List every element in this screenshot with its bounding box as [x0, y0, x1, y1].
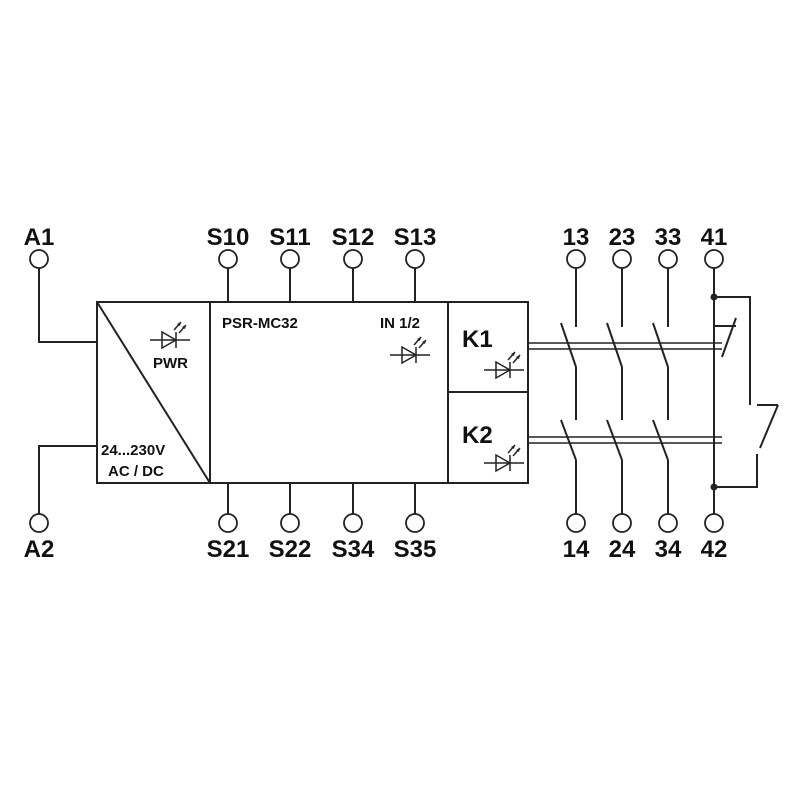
- label-s34: S34: [332, 536, 375, 563]
- label-42: 42: [701, 536, 728, 563]
- label-s21: S21: [207, 536, 250, 563]
- led-icon: [150, 321, 190, 350]
- model-label: PSR-MC32: [222, 315, 298, 332]
- voltage-label-line1: 24...230V: [101, 442, 165, 459]
- contact-41-42: [710, 268, 779, 514]
- terminal-s13: [405, 249, 425, 269]
- label-33: 33: [655, 224, 682, 251]
- terminal-23: [612, 249, 632, 269]
- label-34: 34: [655, 536, 682, 563]
- wire-a1: [38, 268, 97, 343]
- relay-block: [447, 301, 529, 484]
- label-s22: S22: [269, 536, 312, 563]
- terminal-13: [566, 249, 586, 269]
- led-icon: [484, 444, 524, 473]
- relay-k1-linkage: [528, 342, 722, 350]
- label-a2: A2: [24, 536, 55, 563]
- label-s10: S10: [207, 224, 250, 251]
- terminal-14: [566, 513, 586, 533]
- terminal-s10: [218, 249, 238, 269]
- terminal-s11: [280, 249, 300, 269]
- terminal-42: [704, 513, 724, 533]
- label-41: 41: [701, 224, 728, 251]
- label-s35: S35: [394, 536, 437, 563]
- power-supply-block: [96, 301, 211, 484]
- relay-k2-label: K2: [462, 422, 493, 449]
- contact-13-14: [560, 268, 577, 514]
- relay-k2-linkage: [528, 436, 722, 444]
- terminal-41: [704, 249, 724, 269]
- led-icon: [484, 351, 524, 380]
- wire-a2: [38, 445, 97, 514]
- label-23: 23: [609, 224, 636, 251]
- voltage-label-line2: AC / DC: [108, 463, 164, 480]
- contact-23-24: [606, 268, 623, 514]
- terminal-s35: [405, 513, 425, 533]
- label-s11: S11: [269, 224, 310, 251]
- input-label: IN 1/2: [380, 315, 420, 332]
- terminal-s34: [343, 513, 363, 533]
- label-13: 13: [563, 224, 590, 251]
- led-icon: [390, 336, 430, 365]
- label-a1: A1: [24, 224, 55, 251]
- label-24: 24: [609, 536, 636, 563]
- terminal-24: [612, 513, 632, 533]
- contact-33-34: [652, 268, 669, 514]
- terminal-s22: [280, 513, 300, 533]
- label-s13: S13: [394, 224, 437, 251]
- terminal-s12: [343, 249, 363, 269]
- terminal-a1: [29, 249, 49, 269]
- label-s12: S12: [332, 224, 375, 251]
- power-label: PWR: [153, 355, 188, 372]
- label-14: 14: [563, 536, 590, 563]
- logic-block: [209, 301, 449, 484]
- relay-k1-label: K1: [462, 326, 493, 353]
- terminal-s21: [218, 513, 238, 533]
- terminal-a2: [29, 513, 49, 533]
- terminal-33: [658, 249, 678, 269]
- terminal-34: [658, 513, 678, 533]
